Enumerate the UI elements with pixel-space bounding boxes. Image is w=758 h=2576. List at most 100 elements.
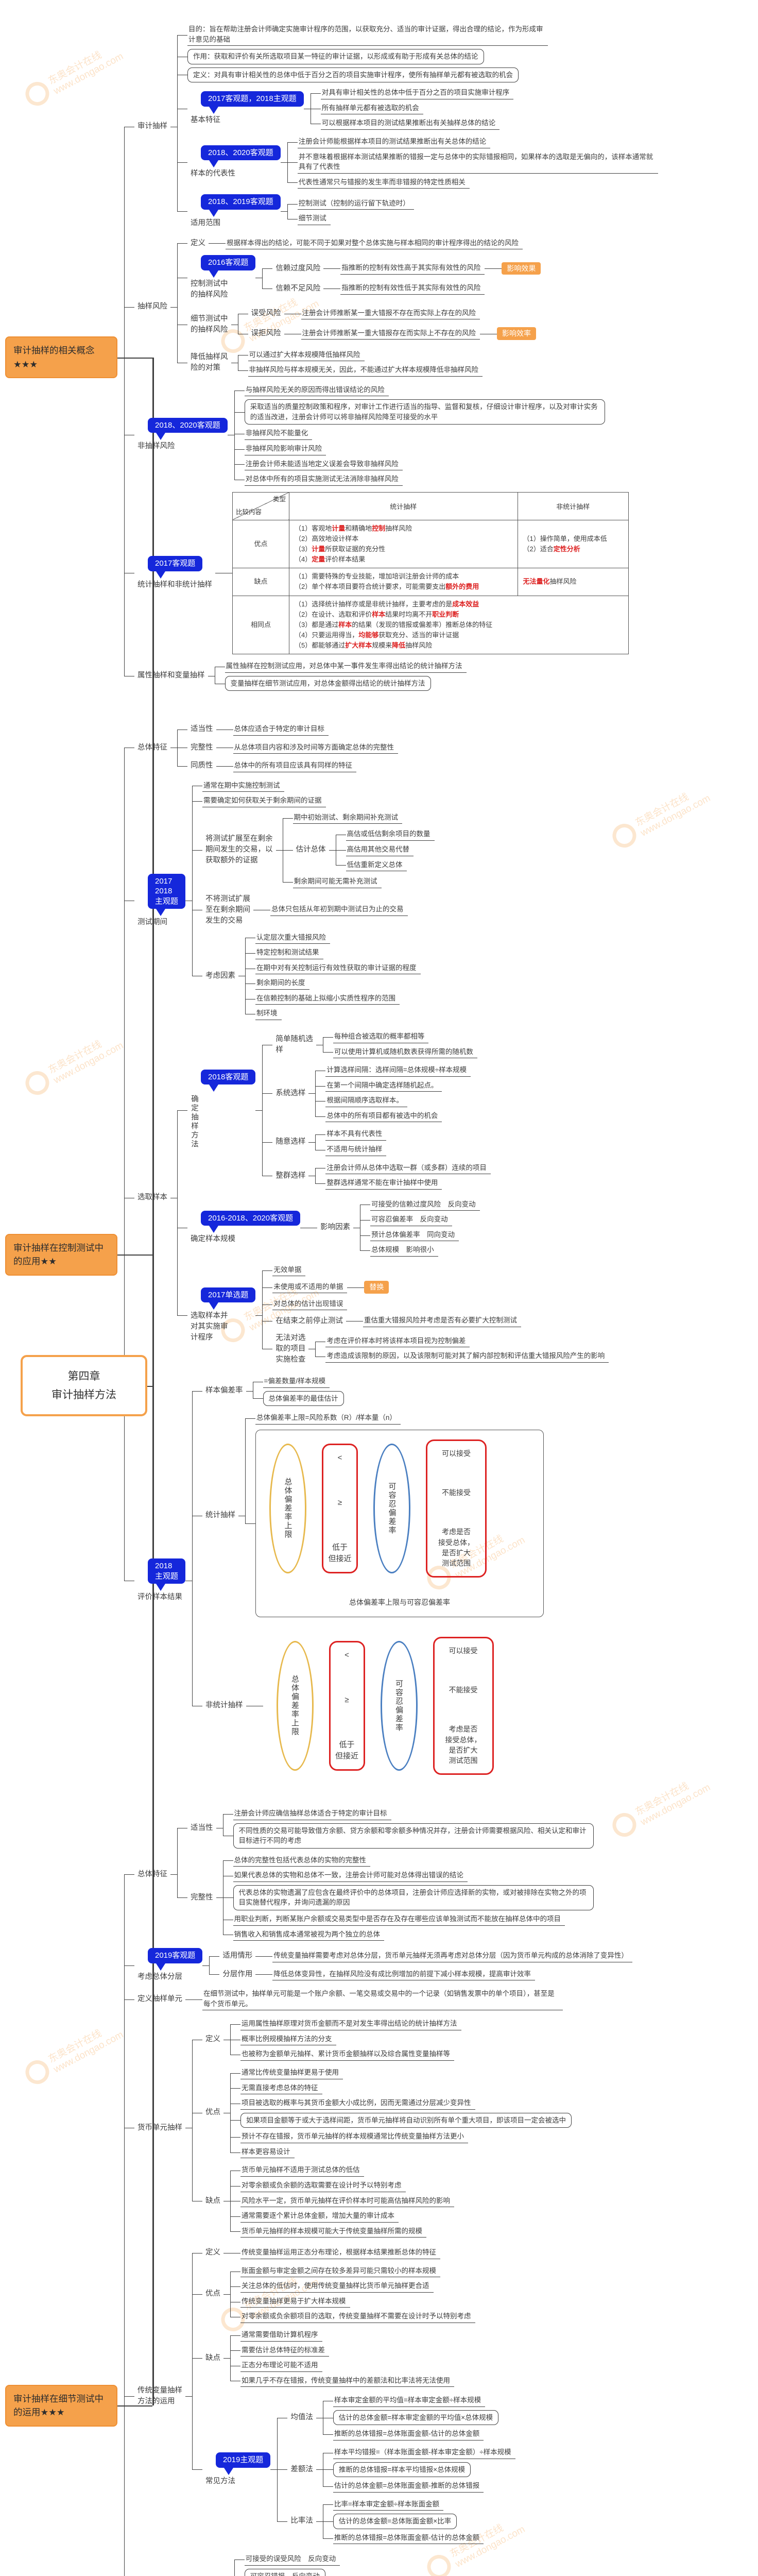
node-row: 注册会计师推断某一重大错报不存在而实际上存在的风险	[301, 308, 480, 320]
leaf-node: 指推断的控制有效性低于其实际有效性的风险	[340, 282, 485, 295]
node-row: 考虑造成该限制的原因，以及该限制可能对其了解内部控制和评估重大错报风险产生的影响	[325, 1350, 609, 1363]
node-row: 可以使用计算机或随机数表获得所需的随机数	[333, 1046, 477, 1059]
topic-node: 样本的代表性	[191, 170, 235, 178]
leaf-node: 非抽样风险影响审计风险	[244, 443, 326, 455]
leaf-node: 通常比传统变量抽样更易于使用	[240, 2067, 343, 2079]
topic-node: 缺点	[205, 2353, 220, 2362]
topic-node: 未使用或不适用的单据	[272, 1281, 348, 1294]
node-row: 控制测试（控制的运行留下轨迹时）	[297, 198, 414, 210]
table-cell: （1）操作简单，使用成本低（2）适合定性分析	[517, 519, 629, 569]
tolerable-rate-label: 可容忍偏差率	[387, 1482, 397, 1535]
node-row: 通常在期中实施控制测试	[202, 780, 284, 792]
node-row: 注册会计师未能适当地定义误差会导致非抽样风险	[244, 459, 403, 471]
node-row: =偏差数量/样本规模	[263, 1376, 330, 1388]
topic-node: 将测试扩展至在剩余 期间发生的交易，以 获取额外的证据	[205, 835, 273, 865]
leaf-node: 注册会计师从总体中选取一群（或多群）连续的项目	[325, 1162, 491, 1175]
topic-node: 完整性	[191, 743, 213, 752]
leaf-node: 可接受的误受风险 反向变动	[244, 2553, 340, 2566]
node-row: 货币单元抽样的样本规模可能大于传统变量抽样所需的规模	[240, 2226, 426, 2238]
comparison-table: 类型比较内容统计抽样非统计抽样优点（1）客观地计量和精确地控制抽样风险（2）高效…	[232, 492, 629, 655]
leaf-node: 需要确定如何获取关于剩余期间的证据	[202, 795, 326, 807]
leaf-node: 并不意味着根据样本测试结果推断的错报一定与总体中的实际错报相同，如果样本的选取是…	[297, 151, 658, 174]
leaf-node: 总体只包括从年初到期中测试日为止的交易	[270, 904, 408, 916]
node-row: 2018、2019客观题适用范围控制测试（控制的运行留下轨迹时）细节测试	[187, 193, 414, 230]
node-row: 对总体中所有的项目实施测试无法消除非抽样风险	[244, 473, 403, 486]
topic-node: 整群选样	[275, 1171, 306, 1180]
topic-node: 总体特征	[137, 1870, 167, 1878]
topic-node: 适当性	[191, 725, 213, 734]
topic-node: 定义抽样单元	[137, 1995, 182, 2004]
node-row: 误受风险 注册会计师推断某一重大错报不存在而实际上存在的风险	[248, 306, 480, 321]
node-row: 替换	[364, 1281, 389, 1294]
node-row: 均值法样本审定金额的平均值=样本审定金额÷样本规模估计的总体金额=样本审定金额的…	[287, 2393, 499, 2442]
topic-node: 属性抽样和变量抽样	[137, 671, 205, 680]
topic-node: 不将测试扩展 至在剩余期间 发生的交易	[205, 894, 251, 925]
outcome-item: 考虑是否 接受总体， 是否扩大 测试范围	[445, 1725, 481, 1765]
node-row: 估计的总体金额=样本审定金额的平均值×总体规模	[333, 2410, 499, 2426]
leaf-node: 总体的完整性包括代表总体的实物的完整性	[233, 1855, 370, 1867]
leaf-node: 推断的总体错报=总体账面金额-估计的总体金额	[333, 2532, 484, 2545]
node-row: 总体中的所有项目应该具有同样的特征	[233, 760, 356, 772]
node-row: 货币单元抽样定义运用属性抽样原理对货币金额而不是对发生率得出结论的统计抽样方法概…	[134, 2015, 572, 2241]
leaf-node: 如果代表总体的实物和总体不一致，注册会计师可能对总体得出错误的结论	[233, 1870, 468, 1882]
leaf-node: 通常需要借助计算机程序	[240, 2329, 322, 2342]
leaf-node: 根据间隔顺序选取样本。	[325, 1095, 407, 1107]
node-row: 考虑因素认定层次重大错报风险特定控制和测试结果在期中对有关控制运行有效性获取的审…	[202, 930, 421, 1022]
node-row: 信赖不足风险 指推断的控制有效性低于其实际有效性的风险	[272, 281, 485, 296]
node-row: 未使用或不适用的单据 替换	[272, 1279, 389, 1295]
leaf-node: 样本不具有代表性	[325, 1128, 387, 1141]
topic-node: 确定抽样方法	[190, 1095, 199, 1149]
node-row: 指推断的控制有效性低于其实际有效性的风险	[340, 282, 485, 295]
node-row: 高估用其他交易代替	[346, 844, 414, 856]
node-row: 注册会计师应确信抽样总体适合于特定的审计目标	[233, 1808, 391, 1820]
topic-node: 比率法	[290, 2517, 313, 2526]
leaf-node: 注册会计师能根据样本项目的测试结果推断出有关总体的结论	[297, 136, 491, 148]
leaf-node: 剩余期间的长度	[255, 977, 309, 990]
leaf-node: 样本平均错报=（样本账面金额-样本审定金额）÷样本规模	[333, 2447, 515, 2459]
node-row: 可容忍偏差率 反向变动	[370, 1214, 452, 1226]
topic-node: 误受风险	[251, 309, 281, 318]
node-row: 运用属性抽样原理对货币金额而不是对发生率得出结论的统计抽样方法	[240, 2018, 461, 2030]
topic-node: 常见方法	[205, 2477, 235, 2485]
node-row: 如果项目金额等于或大于选样间距，货币单元抽样将自动识别所有单个重大项目，即该项目…	[240, 2112, 572, 2128]
topic-node: 完整性	[191, 1893, 213, 1902]
leaf-node: 对零余额或负余额项目的选取，传统变量抽样不需要在设计时予以特别考虑	[240, 2311, 475, 2323]
node-row: 代表性通常只与错报的发生率而非错报的特定性质相关	[297, 177, 470, 189]
node-row: 无效单据	[272, 1264, 306, 1277]
node-row: 风险水平一定，货币单元抽样在评价样本时可能高估抽样风险的影响	[240, 2195, 454, 2208]
node-row: 期中初始测试、剩余期间补充测试	[292, 812, 403, 824]
node-row: 总体规模 影响很小	[370, 1244, 438, 1257]
node-row: 统计抽样总体偏差率上限=风险系数（R）/样本量（n）总体偏差率上限<≥低于 但接…	[202, 1411, 544, 1621]
exam-year-tag: 2016-2018、2020客观题	[201, 1210, 301, 1233]
node-row: 样本审定金额的平均值=样本审定金额÷样本规模	[333, 2395, 486, 2407]
connector-line	[147, 1385, 152, 1387]
comparator-item: <	[337, 1453, 342, 1462]
topic-node: 信赖不足风险	[275, 284, 321, 293]
node-row: 非抽样风险影响审计风险	[244, 443, 326, 455]
node-row: 计算选样间隔：选样间隔=总体规模÷样本规模	[325, 1064, 471, 1077]
highlighted-term: 样本	[372, 610, 386, 618]
node-row: 总体特征适当性注册会计师应确信抽样总体适合于特定的审计目标不同性质的交易可能导致…	[134, 1805, 594, 1944]
leaf-node: 总体应适合于特定的审计目标	[233, 723, 329, 736]
leaf-node: 变量抽样在细节测试应用，对总体金额得出结论的统计抽样方法	[225, 675, 431, 691]
leaf-node: 对总体中所有的项目实施测试无法消除非抽样风险	[244, 473, 403, 486]
node-row: 对零余额或负余额项目的选取，传统变量抽样不需要在设计时予以特别考虑	[240, 2311, 475, 2323]
branch-label: 审计抽样在控制测试中的应用★★	[5, 1234, 117, 1276]
connector-line	[152, 357, 154, 2406]
topic-node: 误拒风险	[251, 329, 281, 337]
topic-node: 总体特征	[137, 743, 167, 752]
branch-1: 审计抽样的相关概念★★★审计抽样目的：旨在帮助注册会计师确定实施审计程序的范围，…	[5, 21, 658, 694]
node-row: 高估或低估剩余项目的数量	[346, 828, 435, 841]
leaf-node: 关注总体的低估时，使用传统变量抽样比货币单元抽样更合适	[240, 2280, 434, 2293]
highlighted-term: 职业判断	[432, 610, 459, 618]
comparator-box: <≥低于 但接近	[322, 1443, 358, 1573]
node-row: 信赖过度风险指推断的控制有效性高于其实际有效性的风险影响效果	[272, 259, 541, 278]
topic-node: 指推断的控制有效性高于其实际有效性的风险	[340, 262, 485, 275]
node-row: 采取适当的质量控制政策和程序，对审计工作进行适当的指导、监督和复核，仔细设计审计…	[244, 399, 605, 425]
evaluation-diagram: 总体偏差率上限<≥低于 但接近可容忍偏差率可以接受不能接受考虑是否 接受总体， …	[255, 1429, 544, 1617]
node-row: 代表总体的实物遗漏了应包含在最终评价中的总体项目，注册会计师应选择新的实物，或对…	[233, 1885, 594, 1910]
node-row: 可以根据样本项目的测试结果推断出有关抽样总体的结论	[320, 117, 500, 130]
topic-node: 定义	[205, 2035, 220, 2044]
node-row: 将测试扩展至在剩余 期间发生的交易，以 获取额外的证据 期中初始测试、剩余期间补充…	[202, 810, 435, 890]
leaf-node: 可容忍偏差率 反向变动	[370, 1214, 452, 1226]
